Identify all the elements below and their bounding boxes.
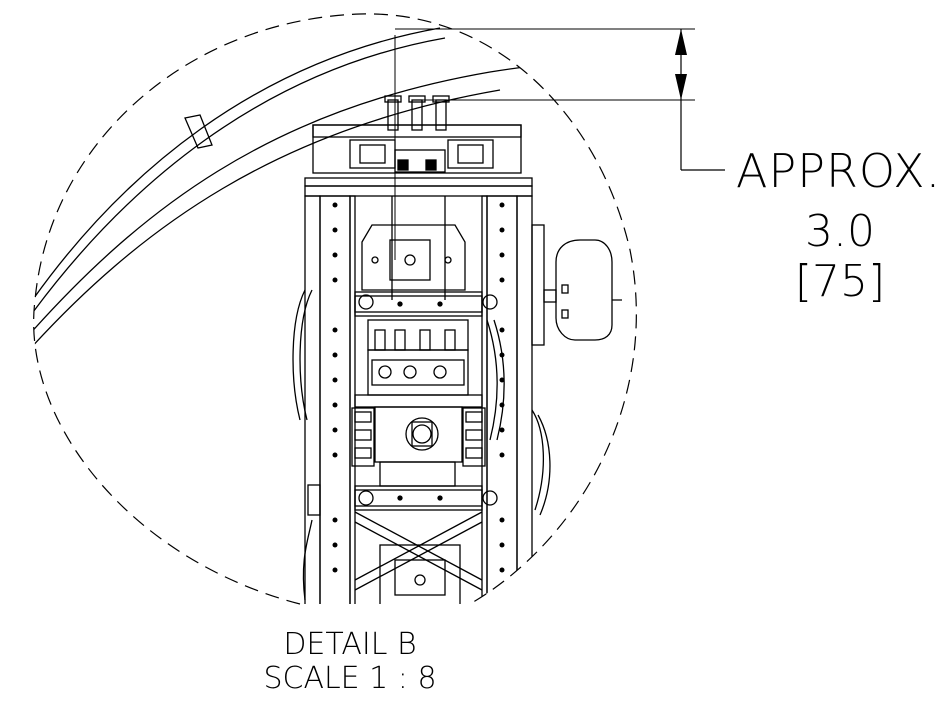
frame-uprights bbox=[304, 177, 533, 604]
shell-outline bbox=[33, 27, 637, 361]
side-handle bbox=[531, 224, 622, 346]
drive-mechanism bbox=[351, 319, 486, 487]
dimension-line bbox=[675, 29, 725, 171]
dimension-extension-lines bbox=[395, 28, 695, 101]
cables bbox=[292, 289, 551, 601]
detail-boundary bbox=[33, 13, 637, 605]
upper-bracket bbox=[361, 224, 466, 291]
dimension-value-inches: 3.0 bbox=[805, 206, 875, 257]
detail-title: DETAIL B bbox=[283, 627, 417, 662]
dimension-value-mm: [75] bbox=[794, 256, 886, 307]
cross-bars bbox=[354, 291, 498, 511]
top-plate-assembly bbox=[312, 95, 522, 174]
x-brace bbox=[354, 511, 483, 604]
detail-scale: SCALE 1 : 8 bbox=[263, 661, 437, 696]
frame-holes bbox=[332, 202, 505, 573]
dimension-qualifier: APPROX. bbox=[736, 144, 942, 198]
